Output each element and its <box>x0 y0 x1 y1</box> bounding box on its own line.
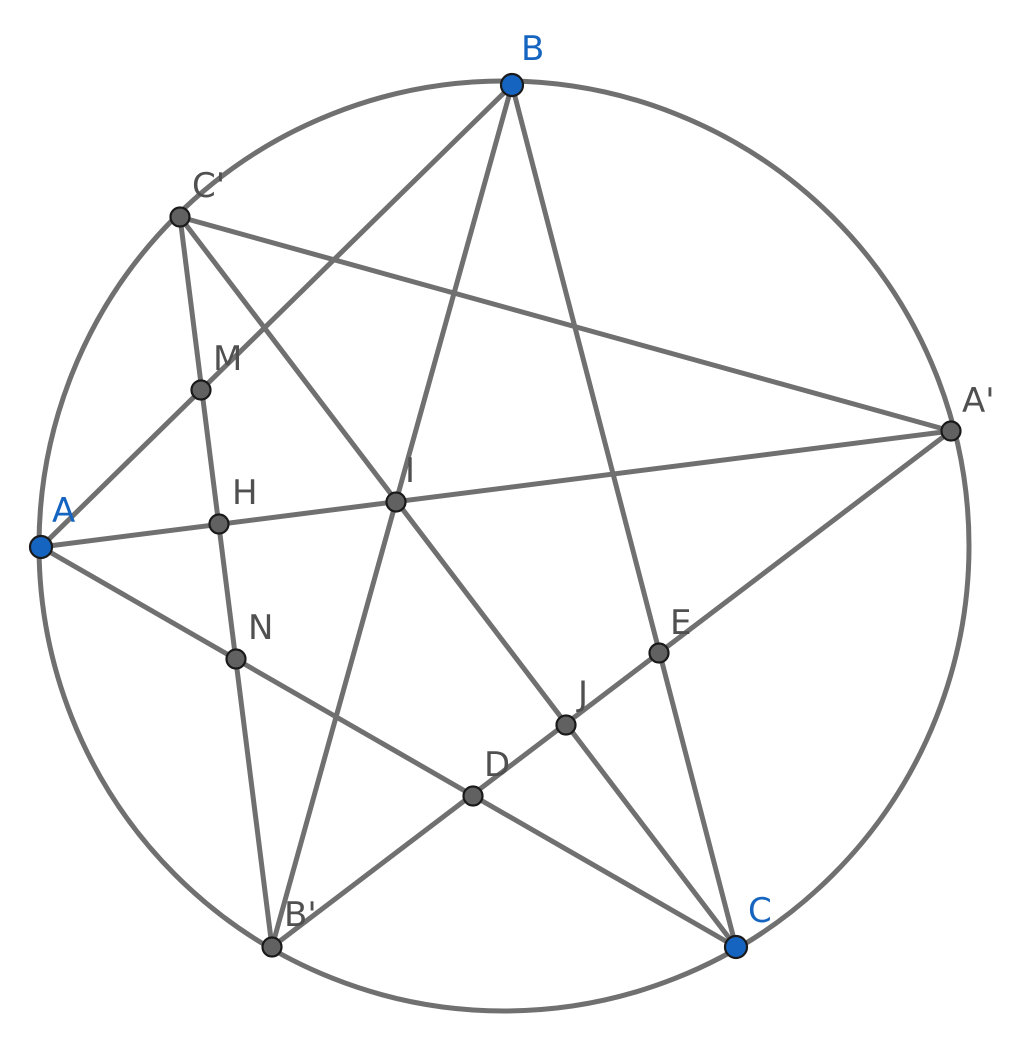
segment-a-b <box>38 82 515 550</box>
label-d: D <box>484 745 510 785</box>
label-n: N <box>248 608 273 648</box>
segment-b-c <box>509 82 739 950</box>
label-cp: C' <box>192 166 225 206</box>
label-a: A <box>52 491 75 531</box>
point-n[interactable] <box>225 648 247 670</box>
point-j[interactable] <box>555 714 577 736</box>
point-ap[interactable] <box>940 420 962 442</box>
point-bp[interactable] <box>261 936 283 958</box>
label-ap: A' <box>962 381 995 421</box>
point-c[interactable] <box>723 934 749 960</box>
label-j: J <box>576 674 588 714</box>
point-cp[interactable] <box>169 206 191 228</box>
point-d[interactable] <box>462 785 484 807</box>
point-e[interactable] <box>648 642 670 664</box>
point-a[interactable] <box>28 534 54 560</box>
label-i: I <box>405 451 415 491</box>
label-b: B <box>521 29 544 69</box>
segment-b-bp <box>269 82 515 950</box>
label-c: C <box>748 891 772 931</box>
segment-ap-bp <box>269 428 954 950</box>
point-i[interactable] <box>385 491 407 513</box>
label-m: M <box>213 339 242 379</box>
segment-a-c <box>38 544 739 950</box>
label-h: H <box>232 473 258 513</box>
point-m[interactable] <box>190 379 212 401</box>
point-b[interactable] <box>499 72 525 98</box>
label-bp: B' <box>284 895 317 935</box>
segment-cp-ap <box>177 214 954 434</box>
segment-a-ap <box>38 428 954 550</box>
segment-cp-bp <box>177 214 275 950</box>
segment-cp-c <box>177 214 739 950</box>
label-e: E <box>670 603 691 643</box>
point-h[interactable] <box>208 513 230 535</box>
